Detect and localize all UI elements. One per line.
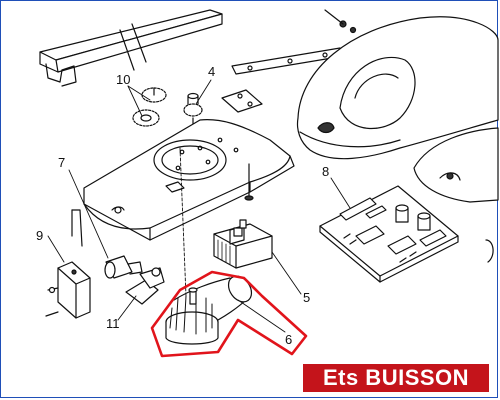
edge-part <box>485 239 494 263</box>
brand-logo: Ets BUISSON <box>303 364 489 392</box>
callout-label: 4 <box>208 64 215 79</box>
lower-cover-part <box>413 127 499 203</box>
transformer-part <box>213 219 273 269</box>
callout-label: 9 <box>36 228 43 243</box>
plate-part <box>221 89 263 113</box>
callout-label: 8 <box>322 164 329 179</box>
gear-part <box>132 87 167 127</box>
leader-lines <box>47 79 351 333</box>
wire-part <box>71 209 83 247</box>
callout-label: 6 <box>285 332 292 347</box>
motor-part <box>165 275 253 345</box>
switch-part <box>45 261 91 319</box>
callout-label: 5 <box>303 290 310 305</box>
base-plate <box>83 119 295 241</box>
capacitor-part <box>104 255 143 279</box>
callout-label: 10 <box>116 72 130 87</box>
control-board-part <box>319 185 459 283</box>
motor-highlight-outline <box>150 270 308 358</box>
rail-part <box>39 9 223 87</box>
callout-label: 7 <box>58 155 65 170</box>
cover-part <box>296 16 499 160</box>
bolt-part <box>324 9 357 34</box>
callout-label: 11 <box>106 316 120 331</box>
screw-part <box>244 163 254 201</box>
